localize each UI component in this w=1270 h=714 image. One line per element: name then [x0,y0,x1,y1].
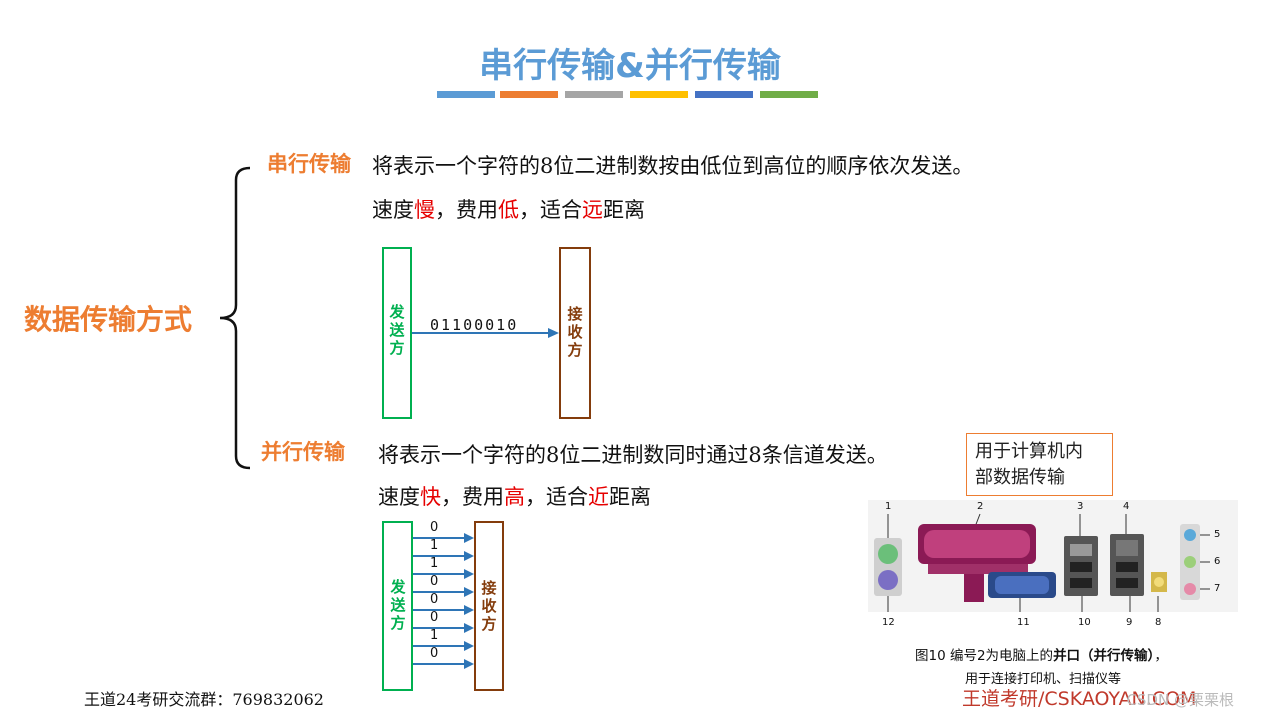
port-number: 1 [885,501,892,512]
parallel-speed: 快 [420,485,441,509]
parallel-sender-box [382,521,413,691]
parallel-bit-label: 0 [430,646,439,661]
parallel-receiver-box [474,521,504,691]
data-transmission-label: 数据传输方式 [24,303,193,336]
serial-receiver-label: 接收方 [567,305,583,359]
footer-watermark: CSDN @栗栗根 [1126,691,1234,709]
parallel-channel-arrowhead [464,659,474,669]
parallel-channel-arrowhead [464,641,474,651]
serial-label: 串行传输 [267,152,351,176]
parallel-bit-label: 0 [430,610,439,625]
parallel-sender-label: 发送方 [390,578,406,632]
parallel-arrows [413,533,474,669]
callout-line-2: 部数据传输 [975,467,1065,488]
serial-cost: 低 [498,198,519,222]
serial-distance: 远 [582,198,603,222]
title-bar-segment [437,91,495,98]
port-number: 8 [1155,617,1162,628]
footer-group-info: 王道24考研交流群：769832062 [84,690,324,709]
serial-sender-box [382,247,412,419]
parallel-bit-label: 0 [430,520,439,535]
serial-bitstream: 01100010 [430,316,519,334]
parallel-bit-label: 0 [430,592,439,607]
serial-speed: 慢 [414,198,435,222]
serial-sender-label: 发送方 [389,303,405,357]
port-number: 6 [1214,556,1221,567]
parallel-bit-label: 1 [430,628,439,643]
serial-description: 将表示一个字符的8位二进制数按由低位到高位的顺序依次发送。 [372,154,974,178]
port-number: 9 [1126,617,1133,628]
parallel-channel-arrowhead [464,605,474,615]
parallel-cost: 高 [504,485,525,509]
parallel-bit-label: 1 [430,538,439,553]
parallel-properties: 速度快，费用高，适合近距离 [378,485,651,509]
parallel-usage-callout: 用于计算机内 部数据传输 [966,433,1113,496]
port-number: 12 [882,617,895,628]
parallel-channel-arrowhead [464,587,474,597]
parallel-channel-arrowhead [464,533,474,543]
footer-site: 王道考研/CSKAOYAN.COMCSDN @栗栗根 [962,688,1234,710]
caption-bold: 并口（并行传输） [1053,648,1155,664]
slide-title: 串行传输&并行传输 [479,46,781,86]
title-bar-segment [630,91,688,98]
parallel-channel-arrowhead [464,551,474,561]
port-number: 11 [1017,617,1030,628]
ports-illustration [874,513,1210,612]
serial-arrow [412,328,559,338]
parallel-bit-label: 0 [430,574,439,589]
port-number: 10 [1078,617,1091,628]
serial-properties: 速度慢，费用低，适合远距离 [372,198,645,222]
port-number: 2 [977,501,984,512]
title-bar-segment [695,91,753,98]
parallel-distance: 近 [588,485,609,509]
computer-ports-figure: 1 2 3 4 5 6 7 [868,500,1238,612]
callout-line-1: 用于计算机内 [975,441,1083,462]
port-number: 4 [1123,501,1130,512]
figure-caption: 图10 编号2为电脑上的并口（并行传输）， [915,648,1168,664]
title-bar-segment [760,91,818,98]
parallel-label: 并行传输 [261,440,345,464]
port-number: 5 [1214,529,1221,540]
title-bar-segment [565,91,623,98]
parallel-bit-label: 1 [430,556,439,571]
figure-caption-line-2: 用于连接打印机、扫描仪等 [965,672,1122,687]
port-number: 7 [1214,583,1221,594]
parallel-channel-arrowhead [464,623,474,633]
parallel-bits: 0 1 1 0 0 0 1 0 [430,520,450,677]
parallel-receiver-label: 接收方 [481,579,497,633]
title-bar-segment [500,91,558,98]
parallel-description: 将表示一个字符的8位二进制数同时通过8条信道发送。 [378,443,888,467]
parallel-channel-arrowhead [464,569,474,579]
serial-receiver-box [559,247,591,419]
curly-brace [219,166,251,470]
port-number: 3 [1077,501,1084,512]
